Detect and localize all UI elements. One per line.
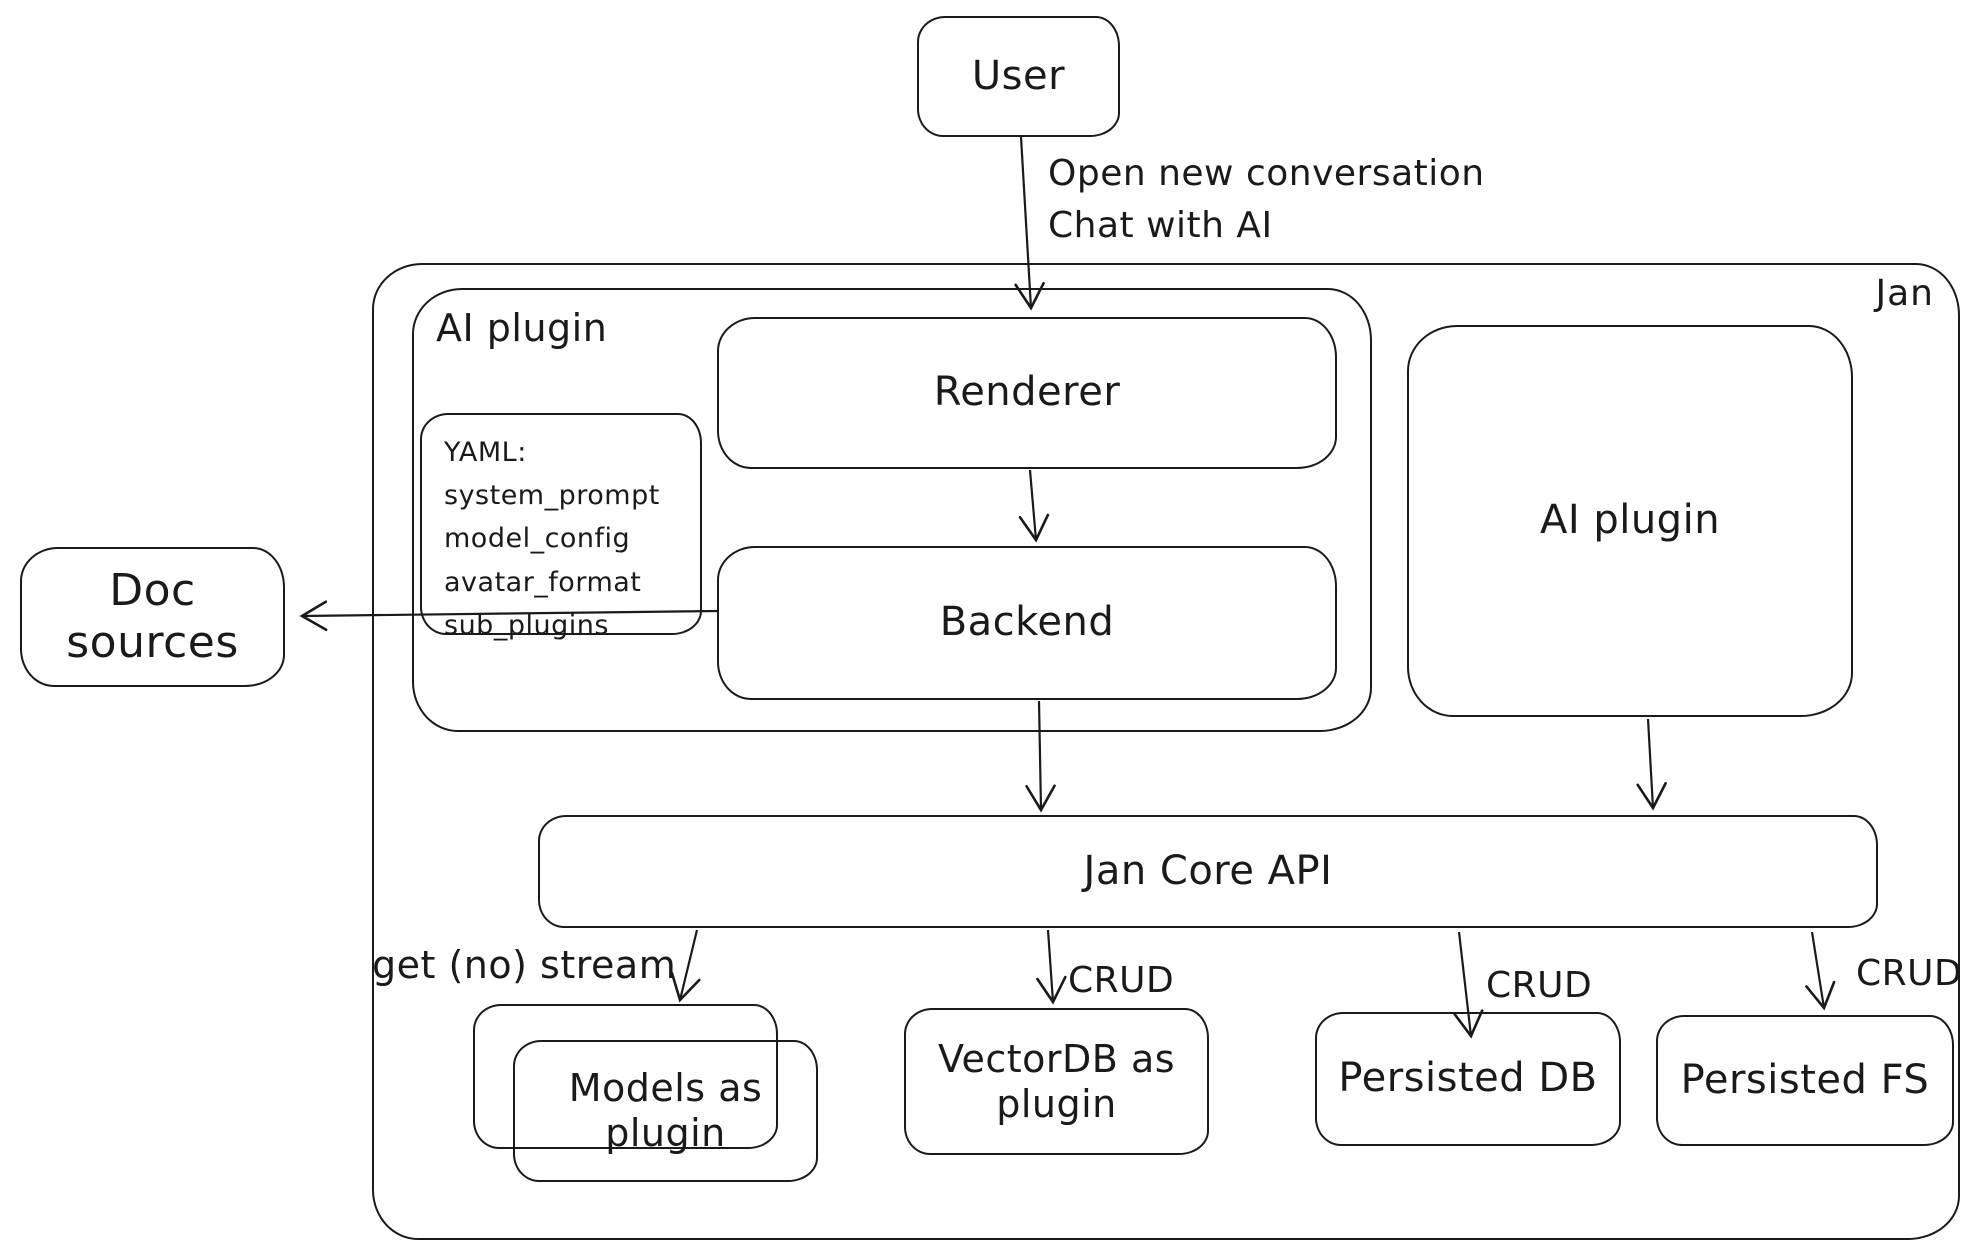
jan-core-api-label: Jan Core API xyxy=(1083,847,1333,894)
models-as-plugin-back-box xyxy=(473,1004,778,1149)
yaml-note-text: YAML: system_prompt model_config avatar_… xyxy=(444,431,660,647)
ai-plugin-left-label: AI plugin xyxy=(436,306,608,350)
vectordb-as-plugin-node: VectorDB as plugin xyxy=(904,1008,1209,1155)
doc-sources-node: Doc sources xyxy=(20,547,285,687)
models-as-plugin-node: Models as plugin xyxy=(513,1040,818,1182)
renderer-node: Renderer xyxy=(717,317,1337,469)
yaml-line: avatar_format xyxy=(444,566,642,598)
edge-label-open-conversation: Open new conversation Chat with AI xyxy=(1048,153,1485,247)
backend-node-label: Backend xyxy=(939,599,1115,646)
jan-container: Jan xyxy=(372,263,1960,1240)
persisted-fs-label: Persisted FS xyxy=(1680,1056,1930,1103)
backend-node: Backend xyxy=(717,546,1337,700)
persisted-db-node: Persisted DB xyxy=(1315,1012,1621,1146)
user-node: User xyxy=(917,16,1120,137)
ai-plugin-right-node: AI plugin xyxy=(1407,325,1853,717)
doc-sources-label: Doc sources xyxy=(66,565,239,668)
persisted-fs-node: Persisted FS xyxy=(1656,1015,1954,1146)
models-as-plugin-label: Models as plugin xyxy=(568,1066,763,1155)
persisted-db-label: Persisted DB xyxy=(1338,1055,1598,1102)
renderer-node-label: Renderer xyxy=(933,369,1121,416)
yaml-line: YAML: xyxy=(444,437,527,468)
yaml-line: system_prompt xyxy=(444,480,660,512)
ai-plugin-right-label: AI plugin xyxy=(1539,497,1721,544)
jan-core-api-node: Jan Core API xyxy=(538,815,1878,928)
edge-label-get-no-stream: get (no) stream xyxy=(372,943,677,987)
user-node-label: User xyxy=(971,52,1066,99)
edge-label-crud-persisted-db: CRUD xyxy=(1486,965,1593,1006)
vectordb-as-plugin-label: VectorDB as plugin xyxy=(937,1036,1176,1126)
yaml-line: model_config xyxy=(444,523,631,555)
yaml-note: YAML: system_prompt model_config avatar_… xyxy=(420,413,702,641)
edge-label-crud-persisted-fs: CRUD xyxy=(1856,953,1963,994)
yaml-line: sub_plugins xyxy=(444,609,609,641)
ai-plugin-left-container: AI plugin xyxy=(412,288,1372,732)
jan-container-label: Jan xyxy=(1875,273,1934,314)
edge-label-crud-vectordb: CRUD xyxy=(1068,960,1175,1001)
